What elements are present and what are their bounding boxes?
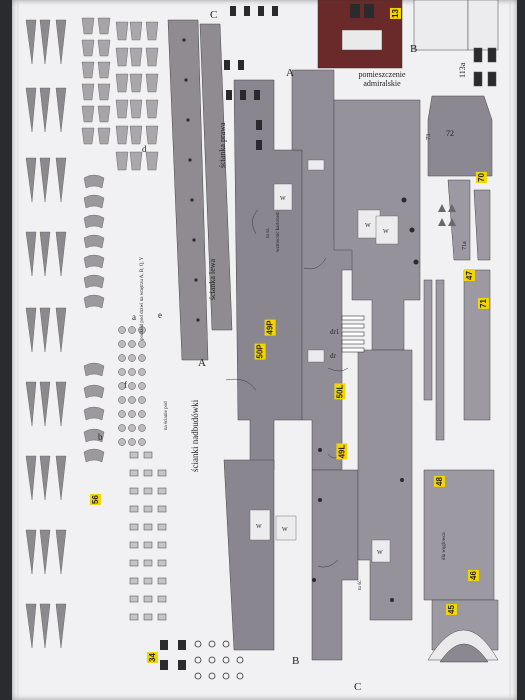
text-73: 73 xyxy=(426,134,432,140)
dark-holes xyxy=(312,197,419,602)
text-scianka-prawa: ścianka prawa xyxy=(218,122,227,168)
left-triangles xyxy=(25,19,67,649)
template-drawing: C A B A B C d a b e f 72 dr1 dr W W W W W W xyxy=(17,0,511,700)
label-f: f xyxy=(124,380,127,390)
admiral-room-block xyxy=(317,0,403,69)
tag-50p: 50P xyxy=(254,343,266,360)
label-b-small: b xyxy=(98,432,103,442)
w-marks: W W W W W W xyxy=(256,196,389,556)
label-c-bottom: C xyxy=(354,681,361,693)
note-tu-sc: tu ść. xyxy=(358,579,363,590)
text-scianka-lewa: ścianka lewa xyxy=(208,258,217,300)
top-windows xyxy=(224,6,278,150)
tag-56: 56 xyxy=(89,494,101,505)
number-dr1: dr1 xyxy=(330,328,340,336)
tag-48: 48 xyxy=(433,476,445,487)
tag-49p: 49P xyxy=(264,319,276,336)
text-dla-weglowca: dla węglowca xyxy=(442,532,447,560)
text-113a: 113a xyxy=(458,62,467,78)
note-tu-sz: tu sz. xyxy=(266,227,271,238)
tag-46: 46 xyxy=(467,570,479,581)
label-e: e xyxy=(158,310,162,320)
label-b-top: B xyxy=(410,43,417,55)
tag-47: 47 xyxy=(463,270,475,281)
note-podklad: podkład pod drzwi na wnętrzu A, B, Q, Y xyxy=(140,256,145,340)
curved-pieces xyxy=(83,174,105,463)
label-b-bottom: B xyxy=(292,655,299,667)
text-71a: 71a xyxy=(462,241,468,250)
number-dr: dr xyxy=(330,352,337,360)
hatched-strip xyxy=(341,315,365,353)
tag-34: 34 xyxy=(146,652,158,663)
svg-text:W: W xyxy=(383,229,389,235)
bottom-left-mini xyxy=(160,640,186,670)
tag-50l: 50L xyxy=(334,383,346,400)
superstructure-wall-a xyxy=(223,79,303,651)
tag-49l: 49L xyxy=(336,443,348,460)
window-panels xyxy=(249,159,399,563)
leader-lines xyxy=(225,209,349,568)
svg-text:W: W xyxy=(256,524,262,530)
trapezoid-column xyxy=(81,17,111,145)
svg-text:W: W xyxy=(282,527,288,533)
right-strips xyxy=(423,179,499,651)
bottom-dome-piece xyxy=(427,629,499,663)
small-pieces-column xyxy=(115,21,159,171)
porthole-circles xyxy=(118,326,146,446)
tag-71: 71 xyxy=(477,298,489,309)
note-wzmocnic: wzmocnić kartonem xyxy=(276,211,281,252)
label-a-small: a xyxy=(132,312,136,322)
small-rect-grid xyxy=(129,451,167,621)
tag-45: 45 xyxy=(445,604,457,615)
text-pomieszczenie-admiralskie: pomieszczenie admiralskie xyxy=(358,70,406,88)
text-scianki-nadbudowki: ścianki nadbudówki xyxy=(190,399,200,472)
number-72: 72 xyxy=(446,129,454,138)
tag-13: 13 xyxy=(389,8,401,19)
svg-text:W: W xyxy=(365,223,371,229)
note-na-scianie: na ścianie pod xyxy=(164,401,169,430)
label-a-mid: A xyxy=(198,357,206,369)
label-a-top: A xyxy=(286,67,294,79)
wall-strip-left xyxy=(167,19,233,361)
svg-text:W: W xyxy=(377,550,383,556)
paper-model-sheet: C A B A B C d a b e f 72 dr1 dr W W W W W W … xyxy=(12,0,517,700)
svg-text:W: W xyxy=(280,196,286,202)
label-c-top: C xyxy=(210,9,217,21)
label-d: d xyxy=(142,144,147,154)
tag-70: 70 xyxy=(475,172,487,183)
top-right-cards xyxy=(413,0,499,177)
small-arrows xyxy=(438,204,456,226)
